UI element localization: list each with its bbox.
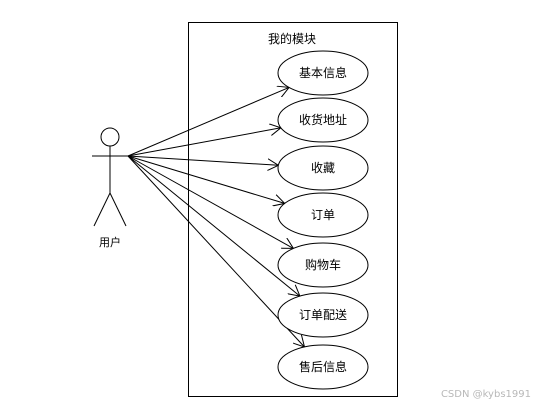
use-case-label: 收货地址	[299, 112, 347, 127]
use-case-label: 基本信息	[299, 65, 347, 80]
association-favorites	[127, 155, 278, 165]
use-case-label: 订单	[311, 208, 335, 222]
use-case-after-sales-info: 售后信息	[277, 344, 369, 390]
use-case-ellipse	[277, 292, 369, 338]
use-case-basic-info: 基本信息	[277, 50, 369, 96]
association-after-sales-info	[127, 155, 305, 347]
use-case-shopping-cart: 购物车	[277, 242, 369, 288]
association-shopping-cart	[127, 155, 293, 248]
actor-left-leg	[93, 192, 111, 227]
association-shipping-address	[127, 128, 281, 157]
use-case-ellipse	[277, 97, 369, 143]
use-case-favorites: 收藏	[277, 145, 369, 191]
actor-right-leg	[109, 192, 127, 227]
use-case-shipping-address: 收货地址	[277, 97, 369, 143]
association-orders	[127, 155, 285, 203]
use-case-label: 收藏	[311, 161, 335, 175]
use-case-ellipse	[277, 50, 369, 96]
actor	[92, 127, 128, 227]
use-case-label: 购物车	[305, 257, 341, 272]
use-case-ellipse	[277, 242, 369, 288]
system-boundary-title: 我的模块	[268, 31, 316, 46]
use-case-label: 订单配送	[299, 307, 347, 322]
use-case-ellipse	[277, 192, 369, 238]
use-case-label: 售后信息	[299, 359, 347, 374]
actor-label: 用户	[99, 235, 121, 249]
associations	[127, 87, 305, 347]
use-case-ellipse	[277, 145, 369, 191]
association-basic-info	[127, 87, 289, 157]
use-case-order-delivery: 订单配送	[277, 292, 369, 338]
use-case-orders: 订单	[277, 192, 369, 238]
use-case-ellipse	[277, 344, 369, 390]
watermark: CSDN @kybs1991	[440, 389, 531, 400]
association-order-delivery	[127, 155, 300, 296]
actor-head	[100, 127, 120, 147]
